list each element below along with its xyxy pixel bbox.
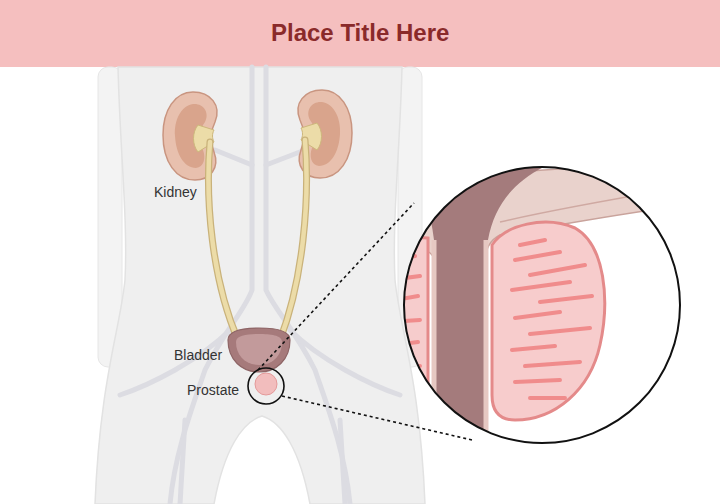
magnify-circle: [248, 368, 284, 404]
zoom-view: [380, 160, 690, 450]
stripe: [388, 256, 420, 392]
part-label: Prostate: [187, 382, 239, 398]
prostate: [255, 373, 277, 395]
left-lobe: [380, 238, 428, 427]
page-title: Place Title Here: [271, 19, 449, 47]
body-silhouette: [95, 67, 425, 504]
leg-vessel: [120, 330, 400, 395]
leg-vessel: [180, 420, 345, 504]
stripe: [512, 240, 592, 398]
ureter-outline: [208, 140, 306, 340]
renal-vessels: [215, 150, 305, 165]
bladder-inner: [236, 334, 282, 365]
part-label: Bladder: [174, 347, 222, 363]
torso: [95, 67, 425, 504]
ureters: [208, 140, 306, 340]
zoom-line: [258, 203, 414, 370]
blood-vessels: [120, 67, 400, 504]
part-label: Kidney: [154, 184, 197, 200]
ureter: [208, 140, 306, 340]
zoom-circle: [404, 167, 680, 443]
bladder: [228, 328, 290, 372]
bladder-shape: [228, 328, 290, 372]
right-lobe: [492, 222, 605, 420]
urethra-wall: [434, 240, 486, 450]
gland-stripes: [388, 240, 592, 398]
header-band: [0, 0, 720, 67]
